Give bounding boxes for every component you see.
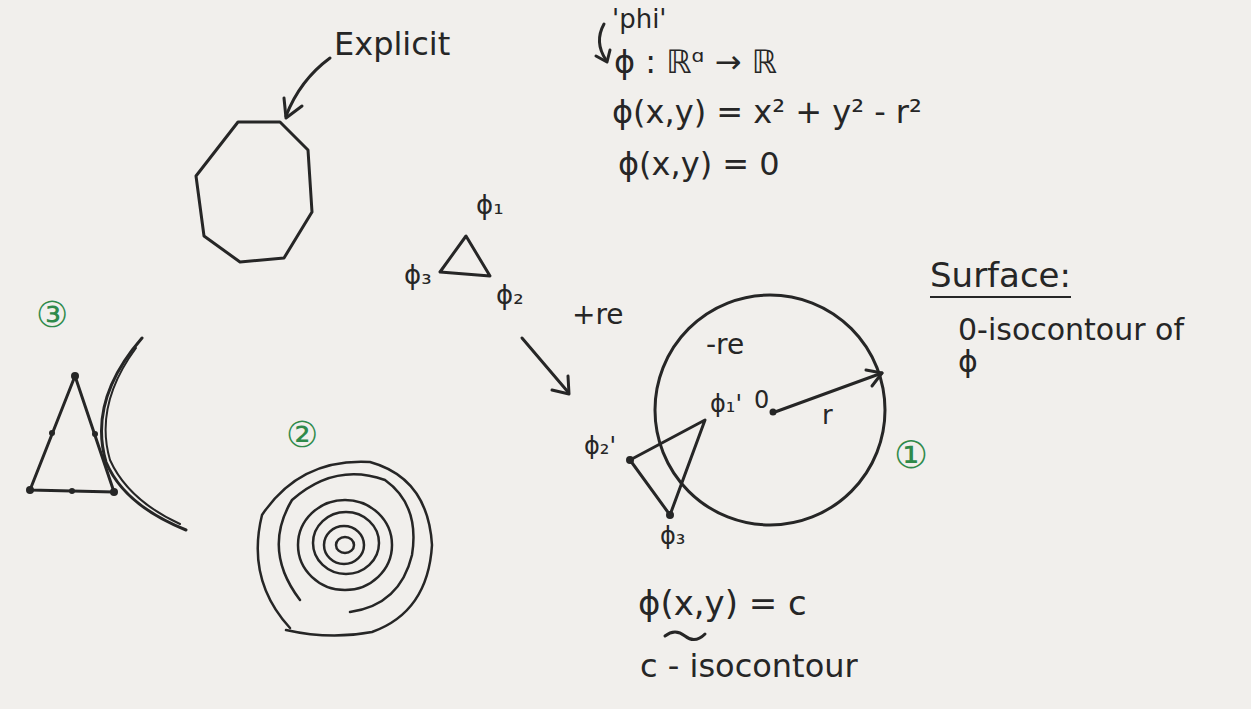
heading: Surface: <box>930 258 1071 298</box>
vertex-dot <box>668 513 673 518</box>
function-signature: ϕ : ℝᵅ → ℝ <box>614 46 777 80</box>
pronunciation-note: 'phi' <box>612 6 667 33</box>
arrow-head <box>866 370 882 386</box>
vertex-dot <box>628 458 633 463</box>
sign-label: -re <box>706 330 744 359</box>
definition-text: c - isocontour <box>640 650 858 684</box>
pointer-arrow <box>286 58 330 116</box>
explicit-polygon <box>196 122 312 262</box>
sign-label: +re <box>572 300 624 329</box>
vertex-label: ϕ₂' <box>584 434 616 459</box>
vertex-label: ϕ₃ <box>404 262 432 289</box>
arrow-head <box>552 376 569 394</box>
pointer-arrow <box>599 24 606 60</box>
implicit-curve <box>102 338 187 530</box>
mesh-triangle <box>630 420 705 515</box>
vertex-label: ϕ₁ <box>476 192 504 219</box>
equation: ϕ(x,y) = x² + y² - r² <box>612 96 922 130</box>
label-text: Explicit <box>334 28 450 62</box>
vertex-label: ϕ₃ <box>660 524 685 549</box>
tilde-mark <box>665 632 705 640</box>
mesh-triangle <box>440 236 490 276</box>
radius-label: r <box>822 402 833 429</box>
callout-number: ② <box>286 416 318 454</box>
arrow-head <box>596 50 610 62</box>
arrow-head <box>284 98 302 118</box>
equation: ϕ(x,y) = c <box>638 586 807 622</box>
callout-number: ① <box>894 436 928 476</box>
vertex-label: ϕ₂ <box>496 282 524 309</box>
pointer-arrow <box>522 338 568 392</box>
callout-number: ③ <box>36 296 68 334</box>
implicit-curve <box>106 348 180 524</box>
equation: ϕ(x,y) = 0 <box>618 148 780 182</box>
contour-lines <box>258 462 432 636</box>
origin-label: 0 <box>754 388 769 413</box>
definition-text: 0-isocontour of ϕ <box>958 314 1208 377</box>
vertex-label: ϕ₁' <box>710 392 742 417</box>
implicit-circle <box>655 295 885 525</box>
